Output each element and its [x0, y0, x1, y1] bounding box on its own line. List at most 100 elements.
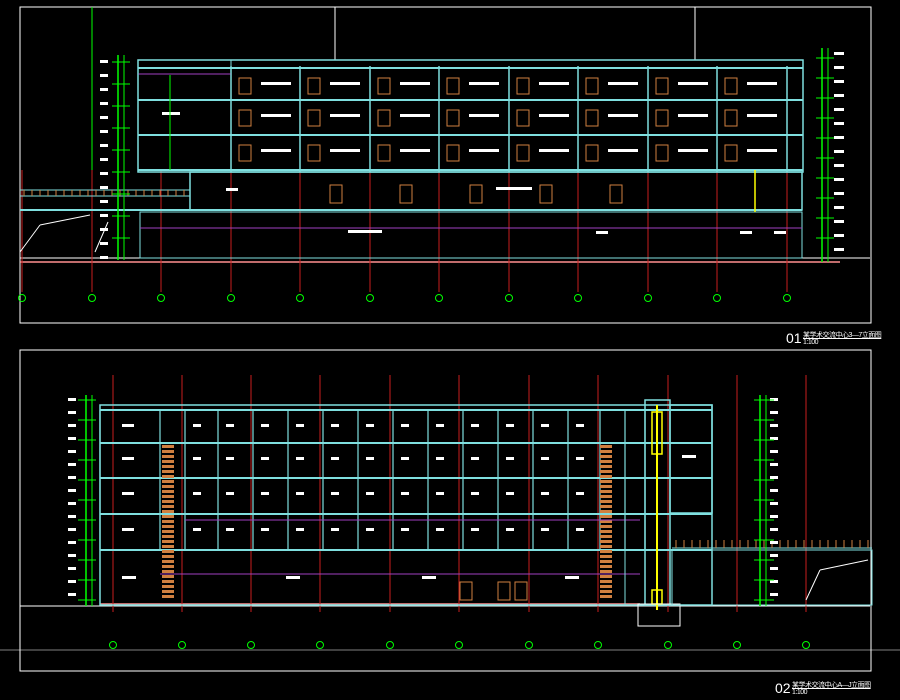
- window: [516, 144, 530, 162]
- stair-hatch: [600, 455, 612, 458]
- stair-hatch: [600, 520, 612, 523]
- room-label: [331, 457, 339, 460]
- door: [514, 581, 528, 601]
- level-tag: [834, 192, 844, 195]
- drawing-02-scale: 1:100: [792, 689, 808, 696]
- room-label: [226, 457, 234, 460]
- axis-bubble: [664, 641, 672, 649]
- stair-hatch: [162, 475, 174, 478]
- level-tag: [100, 60, 108, 63]
- stair-hatch: [600, 485, 612, 488]
- level-tag: [770, 476, 778, 479]
- stair-hatch: [600, 450, 612, 453]
- stair-hatch: [600, 475, 612, 478]
- axis-bubble: [296, 294, 304, 302]
- room-label: [286, 576, 300, 579]
- window: [516, 77, 530, 95]
- level-tag: [68, 463, 76, 466]
- window: [377, 109, 391, 127]
- stair-hatch: [162, 455, 174, 458]
- level-tag: [100, 102, 108, 105]
- window: [377, 144, 391, 162]
- axis-bubble: [802, 641, 810, 649]
- room-label: [348, 230, 382, 233]
- level-tag: [100, 228, 108, 231]
- level-tag: [100, 144, 108, 147]
- room-label: [506, 492, 514, 495]
- room-label: [436, 528, 444, 531]
- door: [469, 184, 483, 204]
- level-tag: [100, 74, 108, 77]
- room-label: [366, 424, 374, 427]
- stair-block: [137, 59, 232, 171]
- level-tag: [68, 593, 76, 596]
- level-tag: [100, 172, 108, 175]
- level-tag: [834, 248, 844, 251]
- stair-hatch: [600, 580, 612, 583]
- window: [446, 144, 460, 162]
- level-tag: [770, 541, 778, 544]
- level-tag: [68, 476, 76, 479]
- stair-hatch: [600, 495, 612, 498]
- level-tag: [834, 220, 844, 223]
- room-label: [740, 231, 752, 234]
- drawing-01-scale: 1:100: [803, 339, 819, 346]
- door: [609, 184, 623, 204]
- stair-hatch: [600, 515, 612, 518]
- stair-hatch: [162, 465, 174, 468]
- room-label: [576, 528, 584, 531]
- stair-hatch: [600, 565, 612, 568]
- level-tag: [834, 108, 844, 111]
- axis-bubble: [366, 294, 374, 302]
- level-tag: [834, 136, 844, 139]
- axis-bubble: [435, 294, 443, 302]
- stair-hatch: [162, 445, 174, 448]
- room-label: [331, 528, 339, 531]
- level-tag: [770, 580, 778, 583]
- level-tag: [68, 450, 76, 453]
- room-label: [400, 114, 430, 117]
- room-label: [608, 82, 638, 85]
- level-tag: [834, 52, 844, 55]
- stair-hatch: [600, 500, 612, 503]
- level-tag: [100, 130, 108, 133]
- room-label: [122, 576, 136, 579]
- window: [585, 77, 599, 95]
- stair-hatch: [600, 535, 612, 538]
- window: [655, 144, 669, 162]
- stair-hatch: [162, 550, 174, 553]
- room-label: [193, 457, 201, 460]
- room-label: [506, 457, 514, 460]
- axis-bubble: [713, 294, 721, 302]
- room-label: [261, 528, 269, 531]
- room-label: [774, 231, 786, 234]
- level-tag: [100, 158, 108, 161]
- stair-hatch: [600, 555, 612, 558]
- level-tag: [770, 411, 778, 414]
- room-label: [400, 149, 430, 152]
- window: [307, 144, 321, 162]
- stair-hatch: [162, 515, 174, 518]
- axis-bubble: [574, 294, 582, 302]
- level-tag: [68, 398, 76, 401]
- window: [585, 109, 599, 127]
- stair-hatch: [600, 470, 612, 473]
- window: [516, 109, 530, 127]
- level-tag: [770, 528, 778, 531]
- level-tag: [834, 150, 844, 153]
- level-tag: [770, 554, 778, 557]
- window: [585, 144, 599, 162]
- room-label: [506, 528, 514, 531]
- level-tag: [68, 554, 76, 557]
- stair-hatch: [162, 535, 174, 538]
- room-label: [366, 528, 374, 531]
- stair-hatch: [162, 470, 174, 473]
- window: [307, 109, 321, 127]
- room-label: [296, 492, 304, 495]
- room-label: [331, 492, 339, 495]
- level-tag: [100, 242, 108, 245]
- level-tag: [68, 502, 76, 505]
- stair-core: [624, 409, 646, 606]
- stair-hatch: [162, 585, 174, 588]
